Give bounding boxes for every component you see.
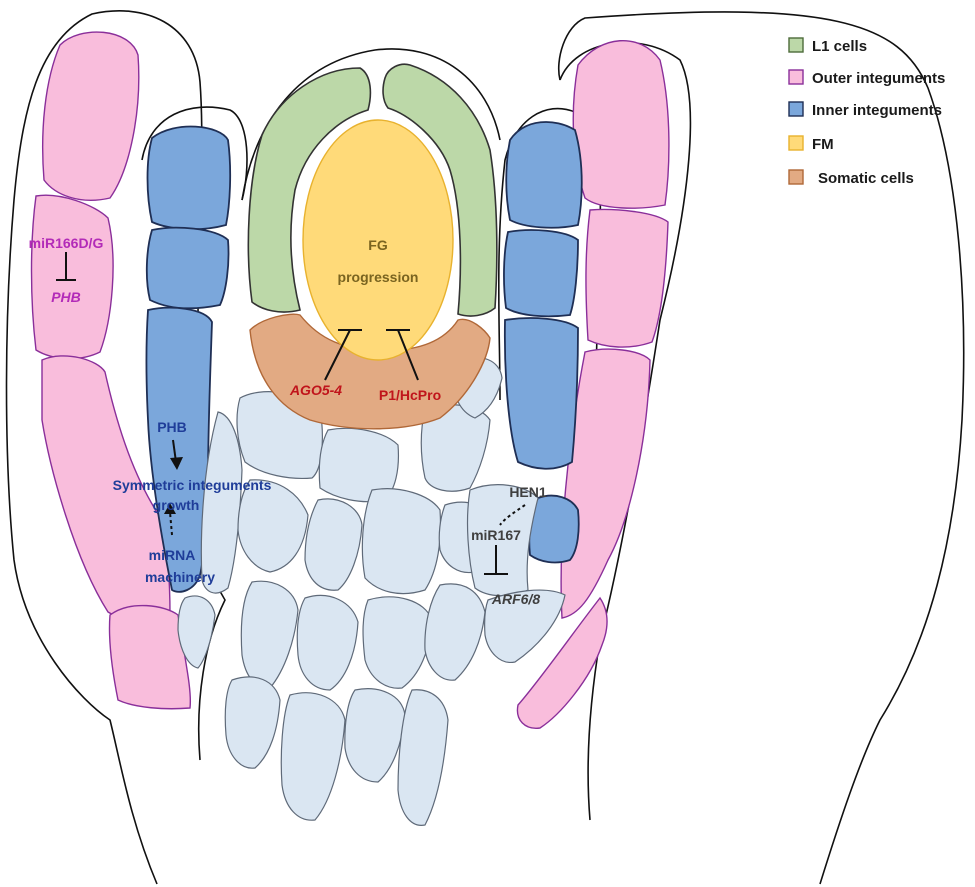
symmetric-label-line1: Symmetric integuments	[113, 477, 272, 493]
legend-swatch-inner	[789, 102, 803, 116]
outer-integument-cell	[32, 195, 114, 358]
inner-integument-cell	[506, 122, 582, 228]
mir167-label: miR167	[471, 527, 521, 543]
outer-integument-cell	[43, 32, 139, 200]
nucellus-cell	[398, 690, 448, 826]
ago-label: AGO5-4	[289, 382, 342, 398]
legend-item-inner: Inner integuments	[789, 102, 942, 119]
mir166-label: miR166D/G	[29, 235, 104, 251]
legend-swatch-outer	[789, 70, 803, 84]
inner-integument-cell	[504, 230, 578, 316]
legend-swatch-somatic	[789, 170, 803, 184]
nucellus-cell	[297, 595, 358, 690]
nucellus-cell	[225, 677, 280, 768]
p1-label: P1/HcPro	[379, 387, 441, 403]
hen1-label: HEN1	[509, 484, 547, 500]
outer-integument-cell	[573, 41, 669, 209]
inner-integument-cell	[148, 126, 231, 229]
nucellus-cell	[238, 480, 308, 572]
outer-integument-cell	[586, 210, 668, 348]
legend-item-l1: L1 cells	[789, 38, 867, 55]
legend: L1 cells Outer integuments Inner integum…	[789, 38, 945, 187]
nucellus-cell	[425, 584, 485, 680]
legend-label-outer: Outer integuments	[812, 70, 945, 87]
nucellus-cell	[363, 597, 432, 688]
fg-label-line2: progression	[338, 269, 419, 285]
legend-item-fm: FM	[789, 136, 834, 153]
nucellus-cell	[362, 489, 440, 594]
inner-integument-cell	[147, 228, 229, 309]
nucellus-cell	[305, 499, 362, 590]
legend-item-somatic: Somatic cells	[789, 170, 914, 187]
phb-inner-label: PHB	[157, 419, 187, 435]
legend-label-fm: FM	[812, 136, 834, 153]
legend-label-somatic: Somatic cells	[818, 170, 914, 187]
mirna-label-line2: machinery	[145, 569, 215, 585]
legend-item-outer: Outer integuments	[789, 70, 945, 87]
legend-label-inner: Inner integuments	[812, 102, 942, 119]
legend-label-l1: L1 cells	[812, 38, 867, 55]
phb-outer-label: PHB	[51, 289, 81, 305]
inner-integument-cell	[505, 318, 578, 469]
symmetric-label-line2: growth	[153, 497, 200, 513]
nucellus-cell	[345, 689, 405, 782]
nucellus-cell	[241, 581, 298, 688]
legend-swatch-l1	[789, 38, 803, 52]
legend-swatch-fm	[789, 136, 803, 150]
fg-label-line1: FG	[368, 237, 388, 253]
nucellus-cell	[281, 693, 345, 820]
mirna-label-line1: miRNA	[149, 547, 196, 563]
arf-label: ARF6/8	[491, 591, 540, 607]
